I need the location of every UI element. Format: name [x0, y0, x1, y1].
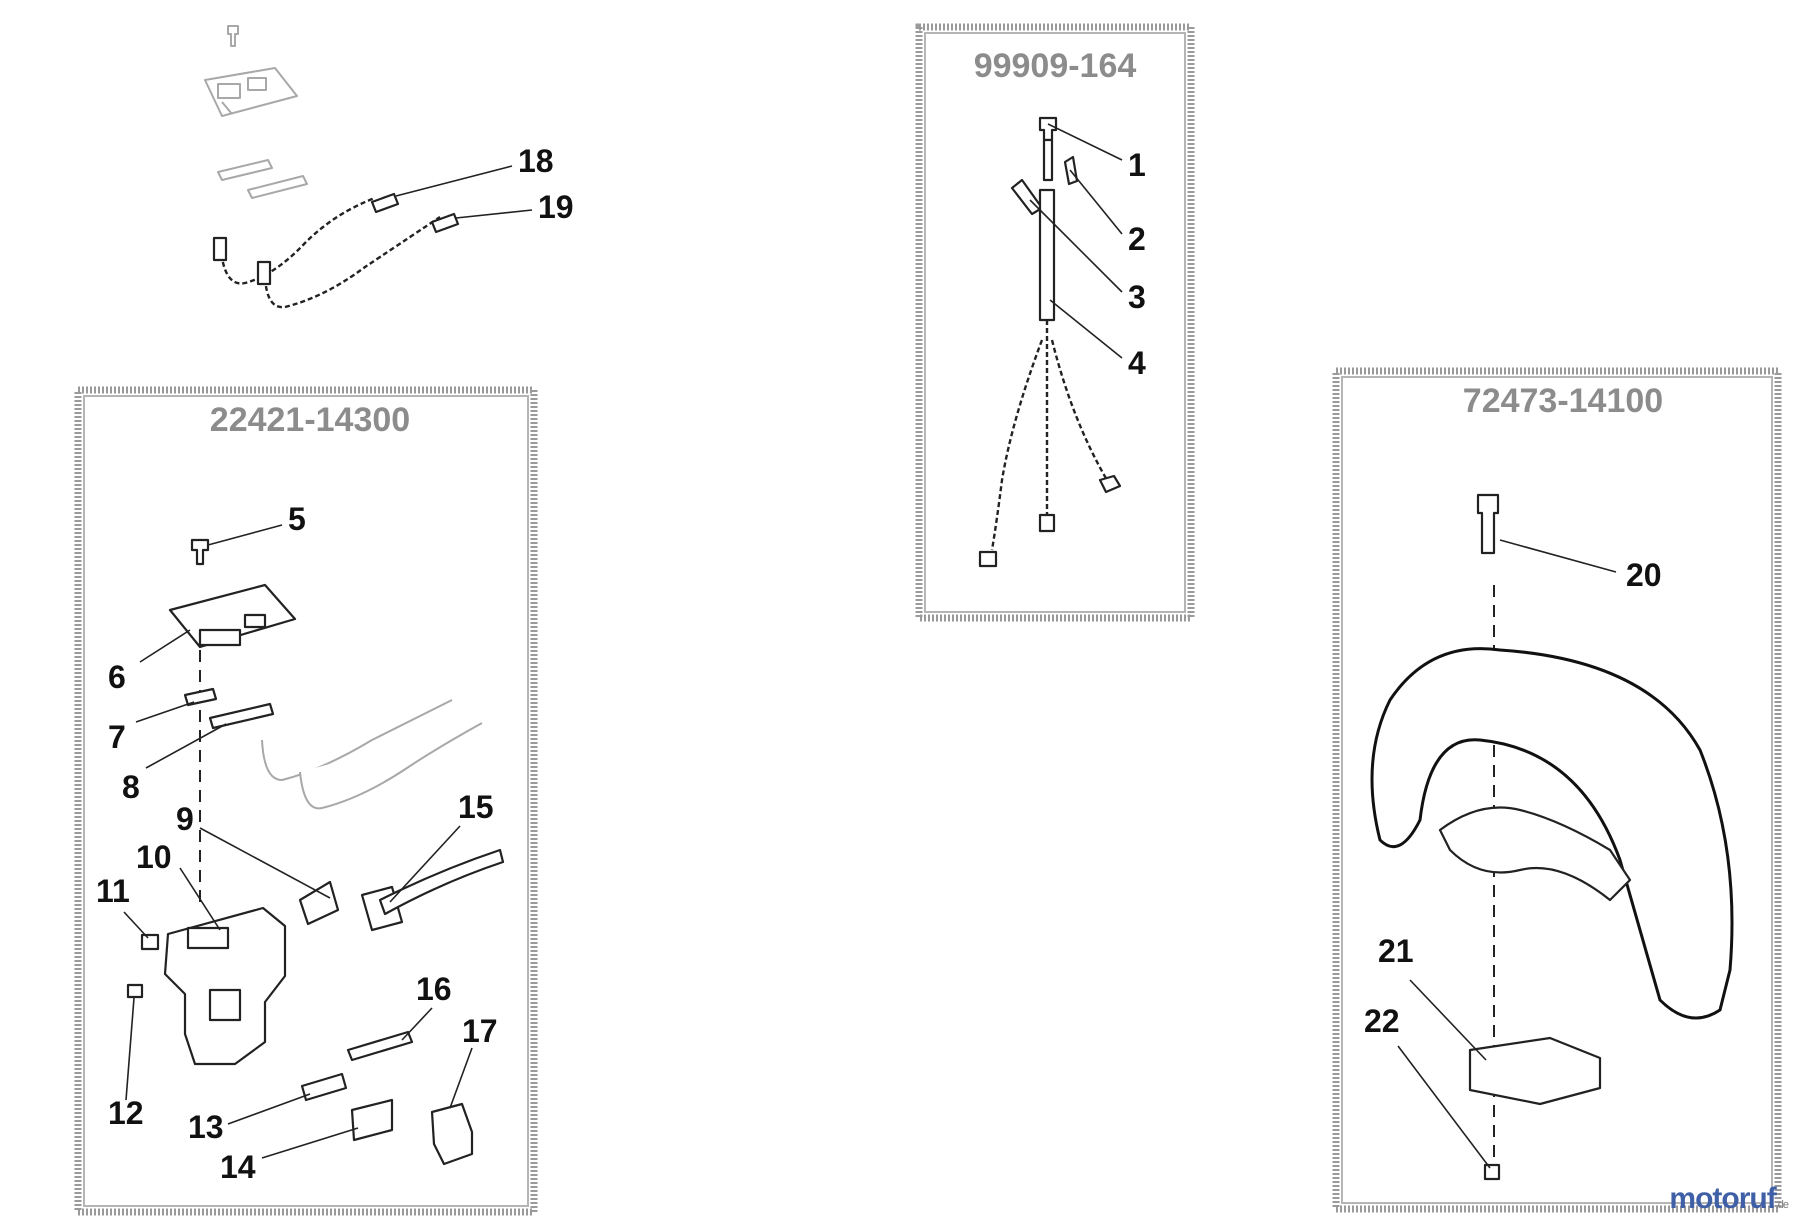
- kit-label: 72473-14100: [1463, 382, 1663, 420]
- kit-frame-72473-14100: 72473-14100: [1332, 367, 1782, 1213]
- watermark-logo: motoruf.de: [1669, 1182, 1789, 1216]
- callout-3: 3: [1128, 279, 1146, 315]
- throttle-cable: [978, 116, 1122, 568]
- callout-21: 21: [1378, 933, 1414, 969]
- kit-frame-99909-164: 99909-164: [915, 23, 1195, 622]
- callout-14: 14: [220, 1149, 256, 1185]
- callout-15: 15: [458, 789, 494, 825]
- callout-13: 13: [188, 1109, 224, 1145]
- callouts: 1 2 3 4 5 6 7 8 9 10 11 12 13 14 15 16 1…: [96, 123, 1662, 1185]
- kit-label: 22421-14300: [210, 401, 410, 439]
- callout-2: 2: [1128, 221, 1146, 257]
- callout-1: 1: [1128, 147, 1146, 183]
- callout-5: 5: [288, 501, 306, 537]
- callout-19: 19: [538, 189, 574, 225]
- watermark-suffix: .de: [1775, 1199, 1789, 1211]
- callout-11: 11: [96, 873, 130, 909]
- callout-16: 16: [416, 971, 452, 1007]
- watermark-brand: motoruf: [1669, 1182, 1776, 1215]
- callout-10: 10: [136, 839, 172, 875]
- callout-8: 8: [122, 769, 140, 805]
- callout-9: 9: [176, 801, 194, 837]
- callout-20: 20: [1626, 557, 1662, 593]
- loop-handle-assembly: [1370, 493, 1734, 1181]
- top-left-assembly: [204, 25, 460, 309]
- callout-17: 17: [462, 1013, 498, 1049]
- callout-4: 4: [1128, 345, 1146, 381]
- callout-18: 18: [518, 143, 554, 179]
- callout-22: 22: [1364, 1003, 1400, 1039]
- kit-frame-22421-14300: 22421-14300: [74, 386, 538, 1216]
- callout-6: 6: [108, 659, 126, 695]
- callout-7: 7: [108, 719, 126, 755]
- callout-12: 12: [108, 1095, 144, 1131]
- switch-assembly: [126, 538, 505, 1166]
- kit-label: 99909-164: [974, 47, 1137, 85]
